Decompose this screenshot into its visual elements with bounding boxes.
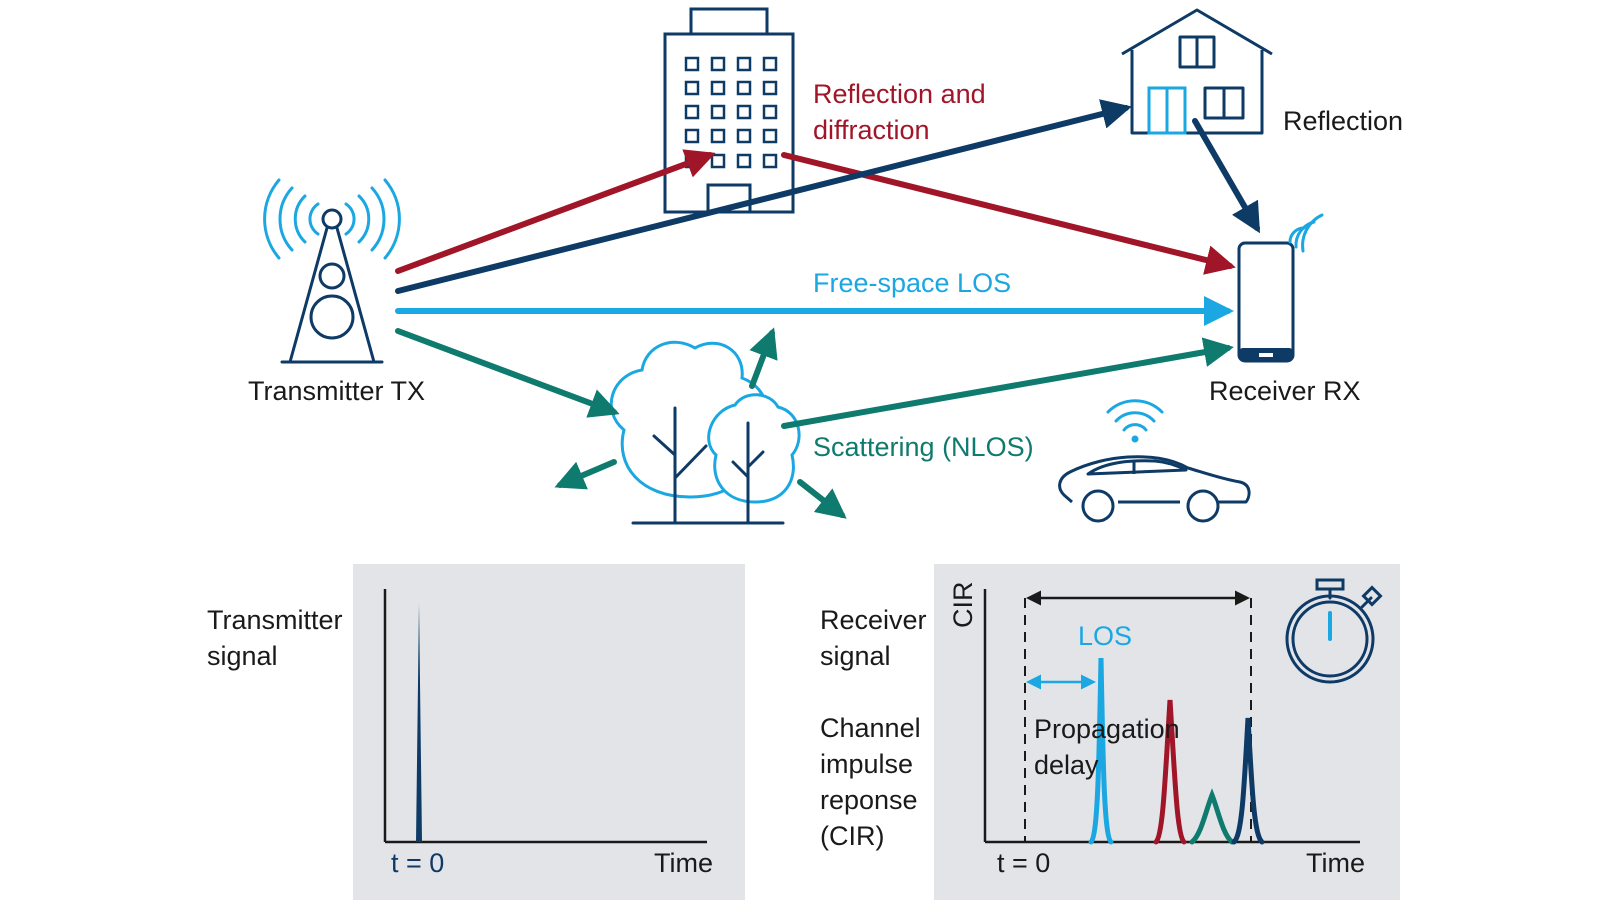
- tx-signal-label-1: Transmitter: [207, 605, 343, 635]
- tower-signal-waves: [263, 178, 401, 260]
- scattering-label: Scattering (NLOS): [813, 432, 1034, 462]
- rx-signal-axes: [983, 589, 1360, 844]
- wifi-icon: [1288, 213, 1324, 253]
- stopwatch-icon: [1285, 578, 1383, 684]
- transmitter-label: Transmitter TX: [248, 376, 425, 406]
- smartphone-icon: [1237, 241, 1295, 363]
- reflection-path: [395, 99, 1261, 294]
- car-wifi-icon: [1106, 399, 1164, 443]
- house-icon: [1121, 8, 1273, 135]
- office-building-icon: [663, 7, 795, 214]
- tx-signal-axes: [383, 589, 707, 844]
- trees-icon: [609, 340, 801, 525]
- cir-peak-scattering: [1189, 788, 1235, 845]
- tx-time-label: Time: [654, 848, 713, 878]
- receiver-label: Receiver RX: [1209, 376, 1361, 406]
- rx-cir-label-3: reponse: [820, 785, 918, 815]
- los-peak-label: LOS: [1078, 621, 1132, 651]
- cell-tower-icon: [280, 208, 384, 364]
- rx-cir-label-2: impulse: [820, 749, 913, 779]
- los-path-label: Free-space LOS: [813, 268, 1011, 298]
- house-door: [1147, 86, 1187, 135]
- scattering-path: [395, 327, 1234, 519]
- rx-cir-label-4: (CIR): [820, 821, 884, 851]
- rx-y-axis-label: CIR: [948, 582, 978, 629]
- reflection-diffraction-label-1: Reflection and: [813, 79, 986, 109]
- propagation-delay-label-2: delay: [1034, 750, 1099, 780]
- tx-signal-label-2: signal: [207, 641, 278, 671]
- propagation-delay-label-1: Propagation: [1034, 714, 1180, 744]
- car-icon: [1058, 455, 1251, 523]
- reflection-label: Reflection: [1283, 106, 1403, 136]
- rx-time-label: Time: [1306, 848, 1365, 878]
- rx-cir-label-1: Channel: [820, 713, 921, 743]
- reflection-diffraction-label-2: diffraction: [813, 115, 930, 145]
- tx-impulse: [416, 603, 422, 842]
- cir-peak-reflection-diffraction: [1153, 699, 1187, 845]
- rx-t0-label: t = 0: [997, 848, 1050, 878]
- reflection-diffraction-path: [395, 149, 1236, 275]
- rx-signal-label-2: signal: [820, 641, 891, 671]
- delay-markers: [1024, 598, 1252, 842]
- tx-t0-label: t = 0: [391, 848, 444, 878]
- cir-peak-los: [1088, 657, 1114, 845]
- cir-peak-reflection: [1231, 717, 1265, 845]
- rx-signal-label-1: Receiver: [820, 605, 927, 635]
